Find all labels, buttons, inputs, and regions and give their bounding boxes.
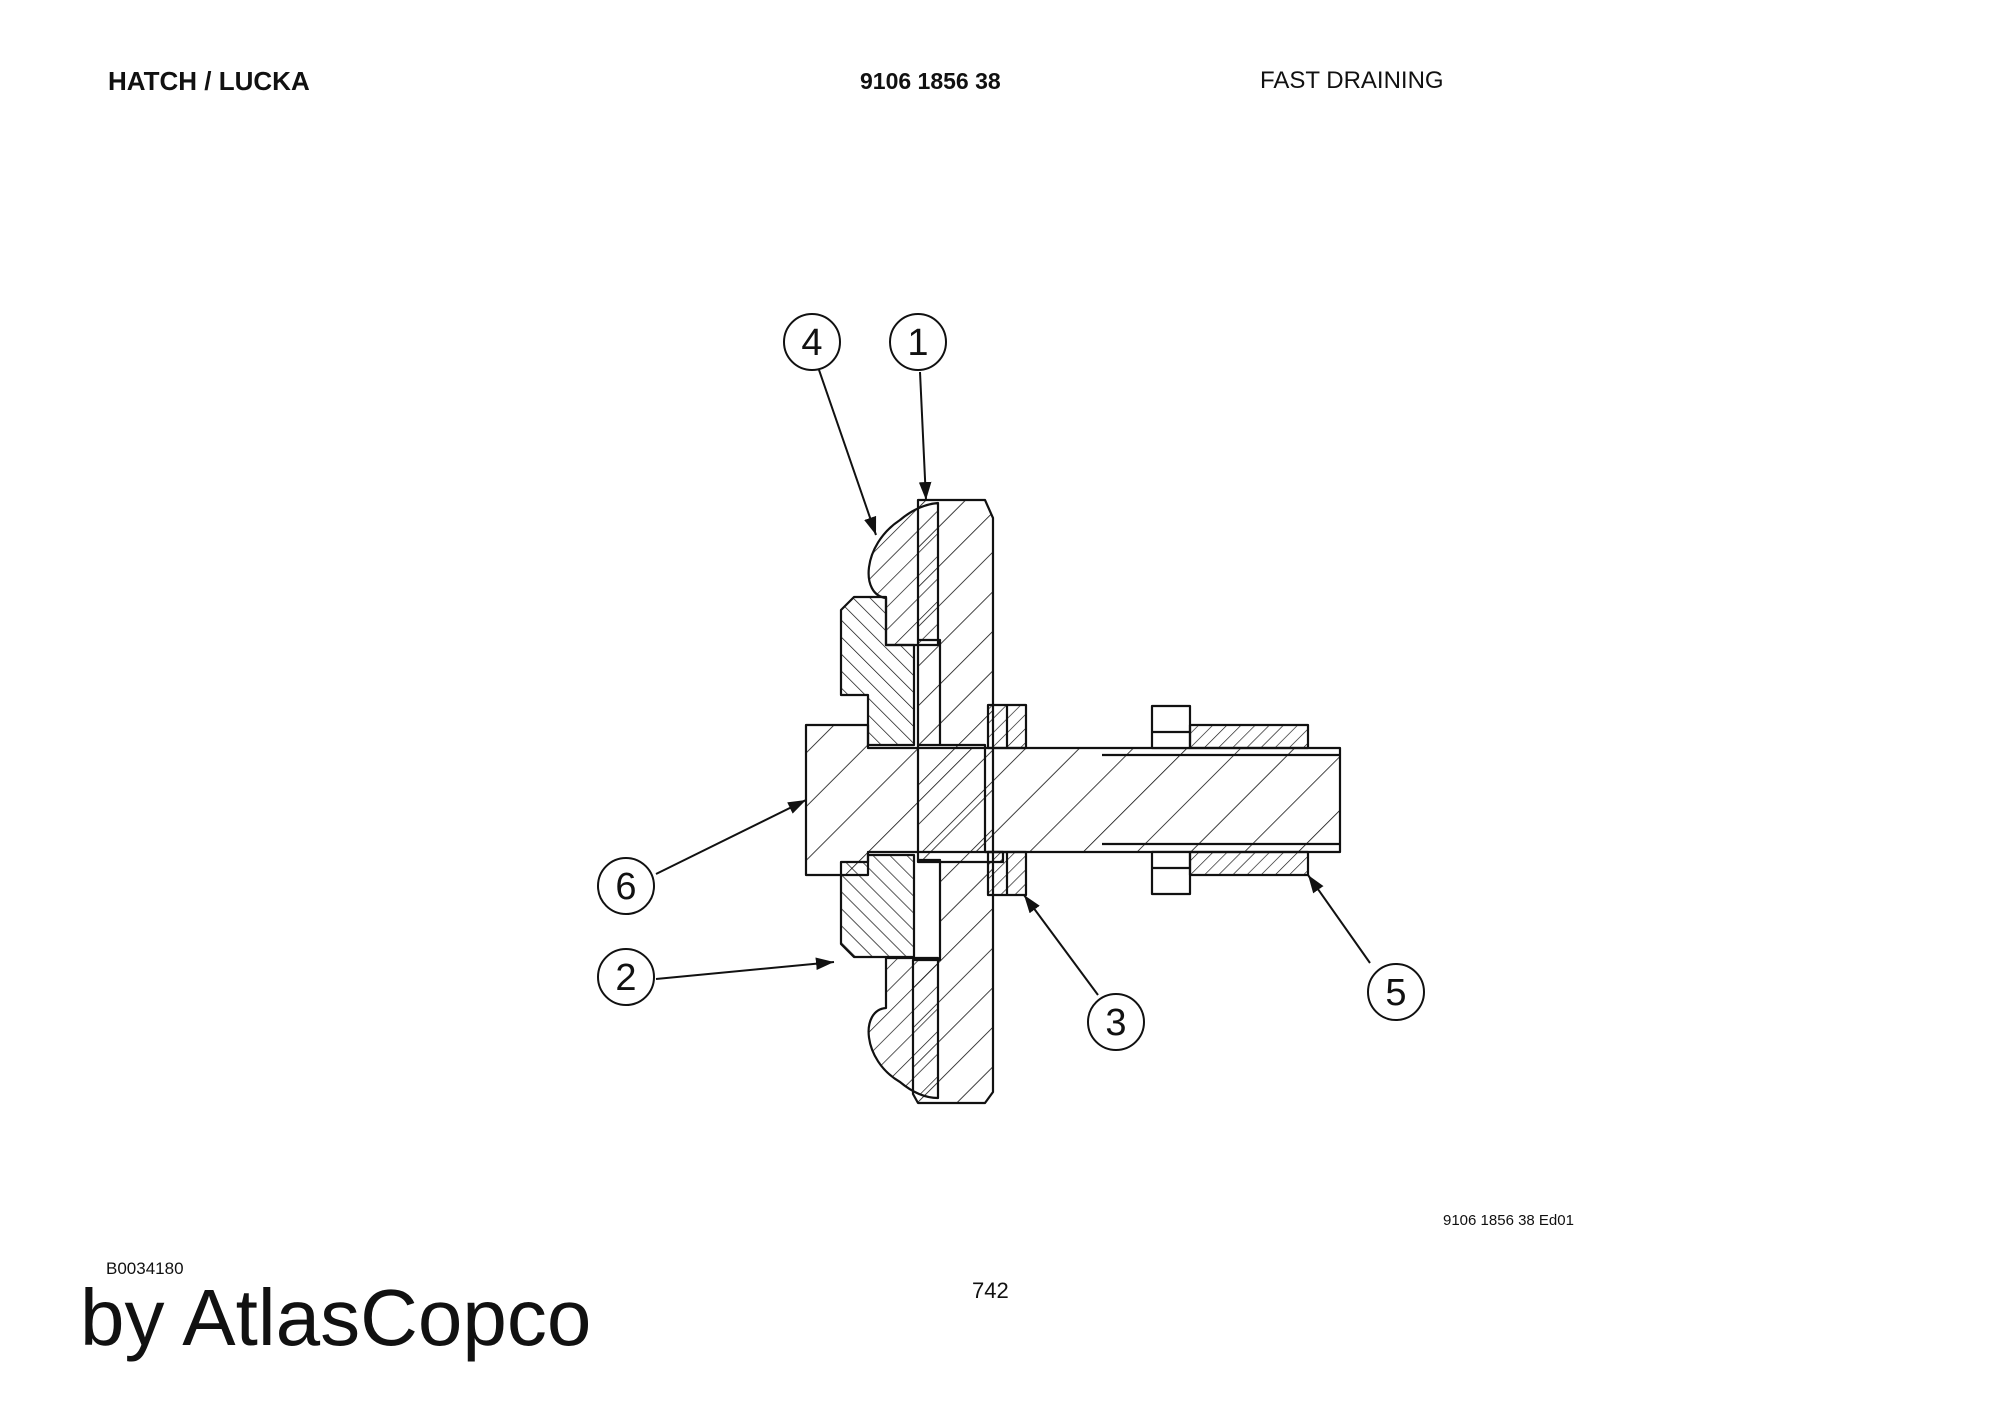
leader-4 (817, 366, 877, 536)
brand-wordmark: by AtlasCopco (80, 1273, 592, 1362)
drawing-reference: 9106 1856 38 Ed01 (1443, 1212, 1574, 1229)
callout-4-label: 4 (801, 322, 822, 364)
part-sleeve-bottom (1188, 850, 1310, 877)
callout-6-circle (597, 857, 655, 915)
leader-6 (655, 799, 807, 875)
callout-6-label: 6 (615, 866, 636, 908)
page-number: 742 (972, 1278, 1009, 1303)
callout-3-circle (1087, 993, 1145, 1051)
part-cap-bottom (867, 956, 940, 1100)
callout-5-label: 5 (1385, 972, 1406, 1014)
leader-5 (1307, 874, 1371, 964)
header-description: FAST DRAINING (1260, 67, 1444, 94)
callout-5-circle (1367, 963, 1425, 1021)
callout-2-label: 2 (615, 957, 636, 999)
part-nut-bottom (1150, 850, 1192, 896)
leader-3 (1023, 894, 1099, 996)
callout-2-circle (597, 948, 655, 1006)
header-title: HATCH / LUCKA (108, 66, 310, 96)
drawing-code: B0034180 (106, 1259, 184, 1278)
callout-4-circle (783, 313, 841, 371)
part-sleeve-top (1188, 723, 1310, 750)
leader-2 (655, 957, 835, 980)
callout-3-label: 3 (1105, 1002, 1126, 1044)
leader-1 (918, 371, 932, 501)
header-part-number: 9106 1856 38 (860, 68, 1001, 94)
part-shaft (804, 723, 1342, 877)
callout-1-label: 1 (907, 322, 928, 364)
callout-1-circle (889, 313, 947, 371)
part-nut-top (1150, 704, 1192, 750)
part-gasket-top (839, 595, 916, 747)
